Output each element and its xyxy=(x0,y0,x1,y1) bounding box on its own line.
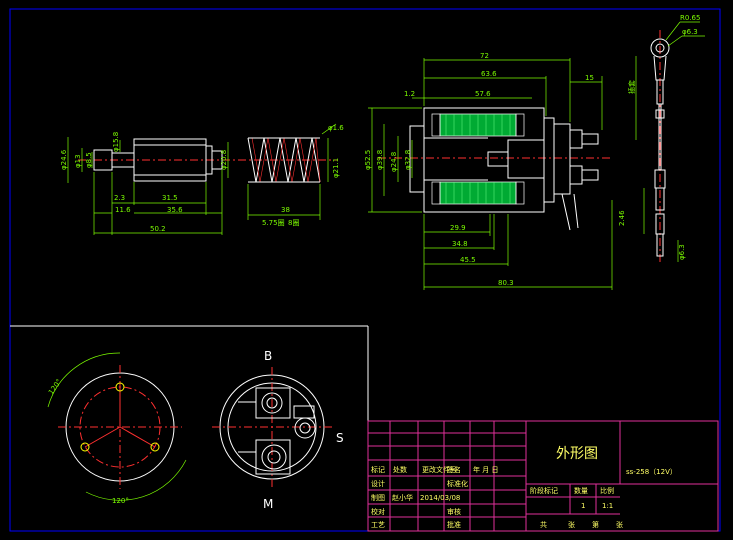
dim-spring-od: φ21.1 xyxy=(332,158,340,178)
dim-plunger-d5: φ20.8 xyxy=(220,150,228,170)
tb-row-design: 设计 xyxy=(371,479,385,488)
plunger-view xyxy=(78,138,238,182)
dim-sol-80-3: 80.3 xyxy=(498,279,514,287)
tb-header-1: 处数 xyxy=(393,465,407,474)
lower-panel-border xyxy=(10,325,369,531)
terminal-lead xyxy=(650,30,670,265)
tb-qty: 1 xyxy=(581,502,585,510)
dim-sol-d32: φ32.8 xyxy=(404,150,412,170)
drawing-frame xyxy=(9,8,721,532)
tb-row-process: 工艺 xyxy=(371,521,385,529)
terminal-end-view xyxy=(212,367,332,487)
dim-angle-2: 120° xyxy=(112,497,129,505)
tb-scale: 1:1 xyxy=(602,502,613,510)
dim-plunger-d1: φ24.6 xyxy=(60,149,68,170)
drawing-title: 外形图 xyxy=(556,446,598,462)
dim-term-d: φ6.3 xyxy=(682,28,698,36)
dim-plunger-l3: 11.6 xyxy=(115,206,131,214)
tb-date: 2014/03/08 xyxy=(420,494,460,502)
tb-sheet-0: 共 xyxy=(540,520,547,529)
tb-sheet-1: 张 xyxy=(568,520,575,529)
terminal-dimensions xyxy=(635,21,705,262)
tb-header-0: 标记 xyxy=(371,465,385,474)
dim-sol-d52: φ52.5 xyxy=(364,150,372,170)
dim-spring-turns-tag: 8圈 xyxy=(288,219,299,227)
dim-sol-d39: φ39.8 xyxy=(376,150,384,170)
tb-sheet-2: 第 xyxy=(592,520,599,529)
tb-row-check: 校对 xyxy=(371,507,385,516)
dim-term-tag2: φ6.3 xyxy=(678,244,686,260)
dim-plunger-l5: 50.2 xyxy=(150,225,166,233)
dim-plunger-d4: φ15.8 xyxy=(112,132,120,152)
flange-end-view xyxy=(47,352,187,501)
dim-angle-1: 120° xyxy=(47,378,63,396)
dim-sol-29-9: 29.9 xyxy=(450,224,466,232)
tb-header-4: 年 月 日 xyxy=(473,465,498,474)
dim-term-l: 2.46 xyxy=(618,210,626,226)
tb-stage: 阶段标记 xyxy=(530,486,558,495)
dim-sol-45-5: 45.5 xyxy=(460,256,476,264)
tb-header-3: 签名 xyxy=(447,465,461,474)
spring-view xyxy=(238,137,338,183)
spring-dimensions xyxy=(247,123,337,220)
solenoid-section xyxy=(378,107,612,231)
view-label-m: M xyxy=(263,497,273,511)
dim-plunger-d2: φ13 xyxy=(74,154,82,168)
tb-review: 审核 xyxy=(447,507,461,516)
dim-plunger-l4: 35.6 xyxy=(167,206,183,214)
tb-row-draw: 制图 xyxy=(371,493,385,502)
tb-scale-label: 比例 xyxy=(600,486,614,495)
dim-sol-34-8: 34.8 xyxy=(452,240,468,248)
dim-plunger-d3: φ8.5 xyxy=(85,152,93,168)
tb-approve: 批准 xyxy=(447,520,461,529)
dim-sol-1-2: 1.2 xyxy=(404,90,415,98)
dim-spring-turns: 5.75圈 xyxy=(262,219,285,227)
dim-plunger-l1: 2.3 xyxy=(114,194,125,202)
dim-term-tag1: 插套 xyxy=(627,80,636,94)
dim-sol-63-6: 63.6 xyxy=(481,70,497,78)
dim-term-r: R0.65 xyxy=(680,14,700,22)
dim-sol-57-6: 57.6 xyxy=(475,90,491,98)
tb-header-2: 更改文件号 xyxy=(422,465,457,474)
dim-sol-72: 72 xyxy=(480,52,489,60)
part-number: ss-258（12V） xyxy=(626,468,677,476)
dim-sol-15: 15 xyxy=(585,74,594,82)
coil-hatch xyxy=(431,113,525,205)
solenoid-dimensions xyxy=(368,58,613,290)
dim-sol-d24: φ24.8 xyxy=(390,152,398,172)
tb-standard: 标准化 xyxy=(447,479,468,488)
view-label-b: B xyxy=(264,349,272,363)
dim-spring-len: 38 xyxy=(281,206,290,214)
tb-designer: 赵小华 xyxy=(392,493,413,502)
plunger-dimensions xyxy=(67,137,229,235)
dim-spring-wire: φ1.6 xyxy=(328,124,344,132)
dim-plunger-l2: 31.5 xyxy=(162,194,178,202)
tb-sheet-3: 张 xyxy=(616,520,623,529)
tb-weight: 数量 xyxy=(574,486,588,495)
view-label-s: S xyxy=(336,431,344,445)
title-block xyxy=(367,420,719,532)
